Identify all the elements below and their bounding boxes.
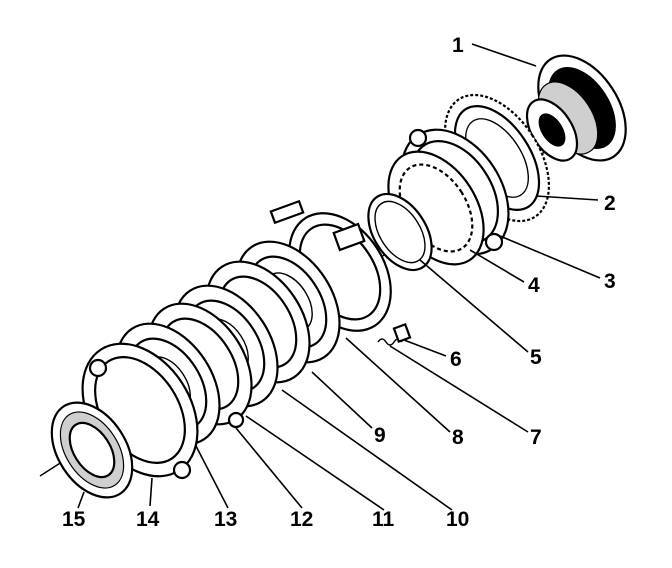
callout-6: 6 bbox=[450, 348, 462, 371]
callout-15: 15 bbox=[62, 508, 86, 531]
leader-lines bbox=[77, 43, 601, 511]
callout-1: 1 bbox=[452, 34, 464, 57]
callout-14: 14 bbox=[136, 508, 160, 531]
part-5-snap-ring bbox=[367, 192, 433, 272]
callout-13: 13 bbox=[214, 508, 237, 531]
callout-10: 10 bbox=[446, 508, 469, 531]
part-1-hub bbox=[525, 54, 627, 162]
part-15-bearing bbox=[50, 401, 134, 499]
part-6-7-spring-pin bbox=[269, 199, 412, 346]
callout-4: 4 bbox=[528, 274, 540, 297]
callout-3: 3 bbox=[604, 270, 616, 293]
callout-7: 7 bbox=[530, 426, 542, 449]
callout-9: 9 bbox=[374, 424, 386, 447]
callout-2: 2 bbox=[604, 192, 616, 215]
callout-5: 5 bbox=[530, 346, 542, 369]
callout-8: 8 bbox=[452, 426, 464, 449]
callout-11: 11 bbox=[372, 508, 395, 531]
callout-12: 12 bbox=[290, 508, 313, 531]
